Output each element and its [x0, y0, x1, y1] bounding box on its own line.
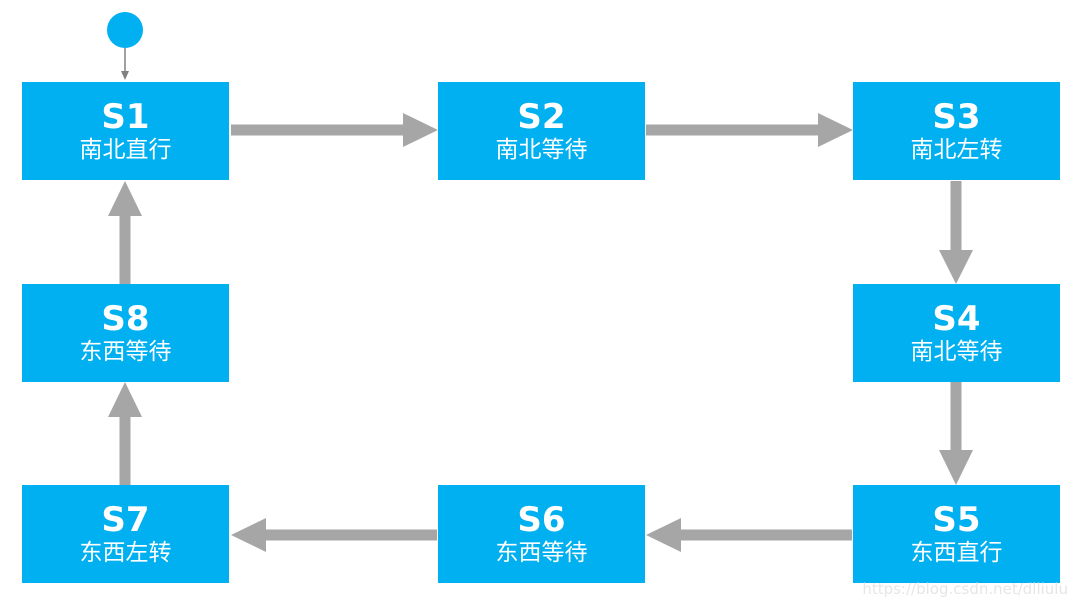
- transition-arrow-s8-s1: [108, 181, 142, 284]
- state-label: 东西等待: [79, 339, 172, 365]
- transition-arrow-s4-s5: [939, 382, 973, 485]
- state-label: 南北等待: [910, 339, 1003, 365]
- watermark-text: https://blog.csdn.net/dlliulu: [862, 580, 1068, 598]
- state-box-s4: S4 南北等待: [853, 284, 1060, 382]
- state-label: 东西直行: [910, 540, 1003, 566]
- transition-arrow-s7-s8: [108, 382, 142, 485]
- state-id: S2: [517, 97, 566, 137]
- transition-arrow-s1-s2: [231, 113, 438, 147]
- state-label: 东西左转: [79, 540, 172, 566]
- state-box-s2: S2 南北等待: [438, 82, 645, 180]
- initial-state-dot: [107, 12, 143, 48]
- state-box-s8: S8 东西等待: [22, 284, 229, 382]
- state-id: S5: [932, 500, 981, 540]
- state-box-s5: S5 东西直行: [853, 485, 1060, 583]
- state-box-s7: S7 东西左转: [22, 485, 229, 583]
- state-box-s1: S1 南北直行: [22, 82, 229, 180]
- transition-arrow-s2-s3: [646, 113, 853, 147]
- state-box-s3: S3 南北左转: [853, 82, 1060, 180]
- state-id: S1: [101, 97, 150, 137]
- state-id: S7: [101, 500, 150, 540]
- state-id: S4: [932, 299, 981, 339]
- state-id: S8: [101, 299, 150, 339]
- transition-arrow-s5-s6: [646, 518, 852, 552]
- state-box-s6: S6 东西等待: [438, 485, 645, 583]
- state-label: 南北直行: [79, 137, 172, 163]
- transition-arrow-s3-s4: [939, 181, 973, 284]
- state-label: 南北等待: [495, 137, 588, 163]
- transition-arrow-s6-s7: [231, 518, 437, 552]
- state-id: S3: [932, 97, 981, 137]
- state-id: S6: [517, 500, 566, 540]
- initial-state-arrow-head: [121, 71, 129, 80]
- state-label: 南北左转: [910, 137, 1003, 163]
- state-label: 东西等待: [495, 540, 588, 566]
